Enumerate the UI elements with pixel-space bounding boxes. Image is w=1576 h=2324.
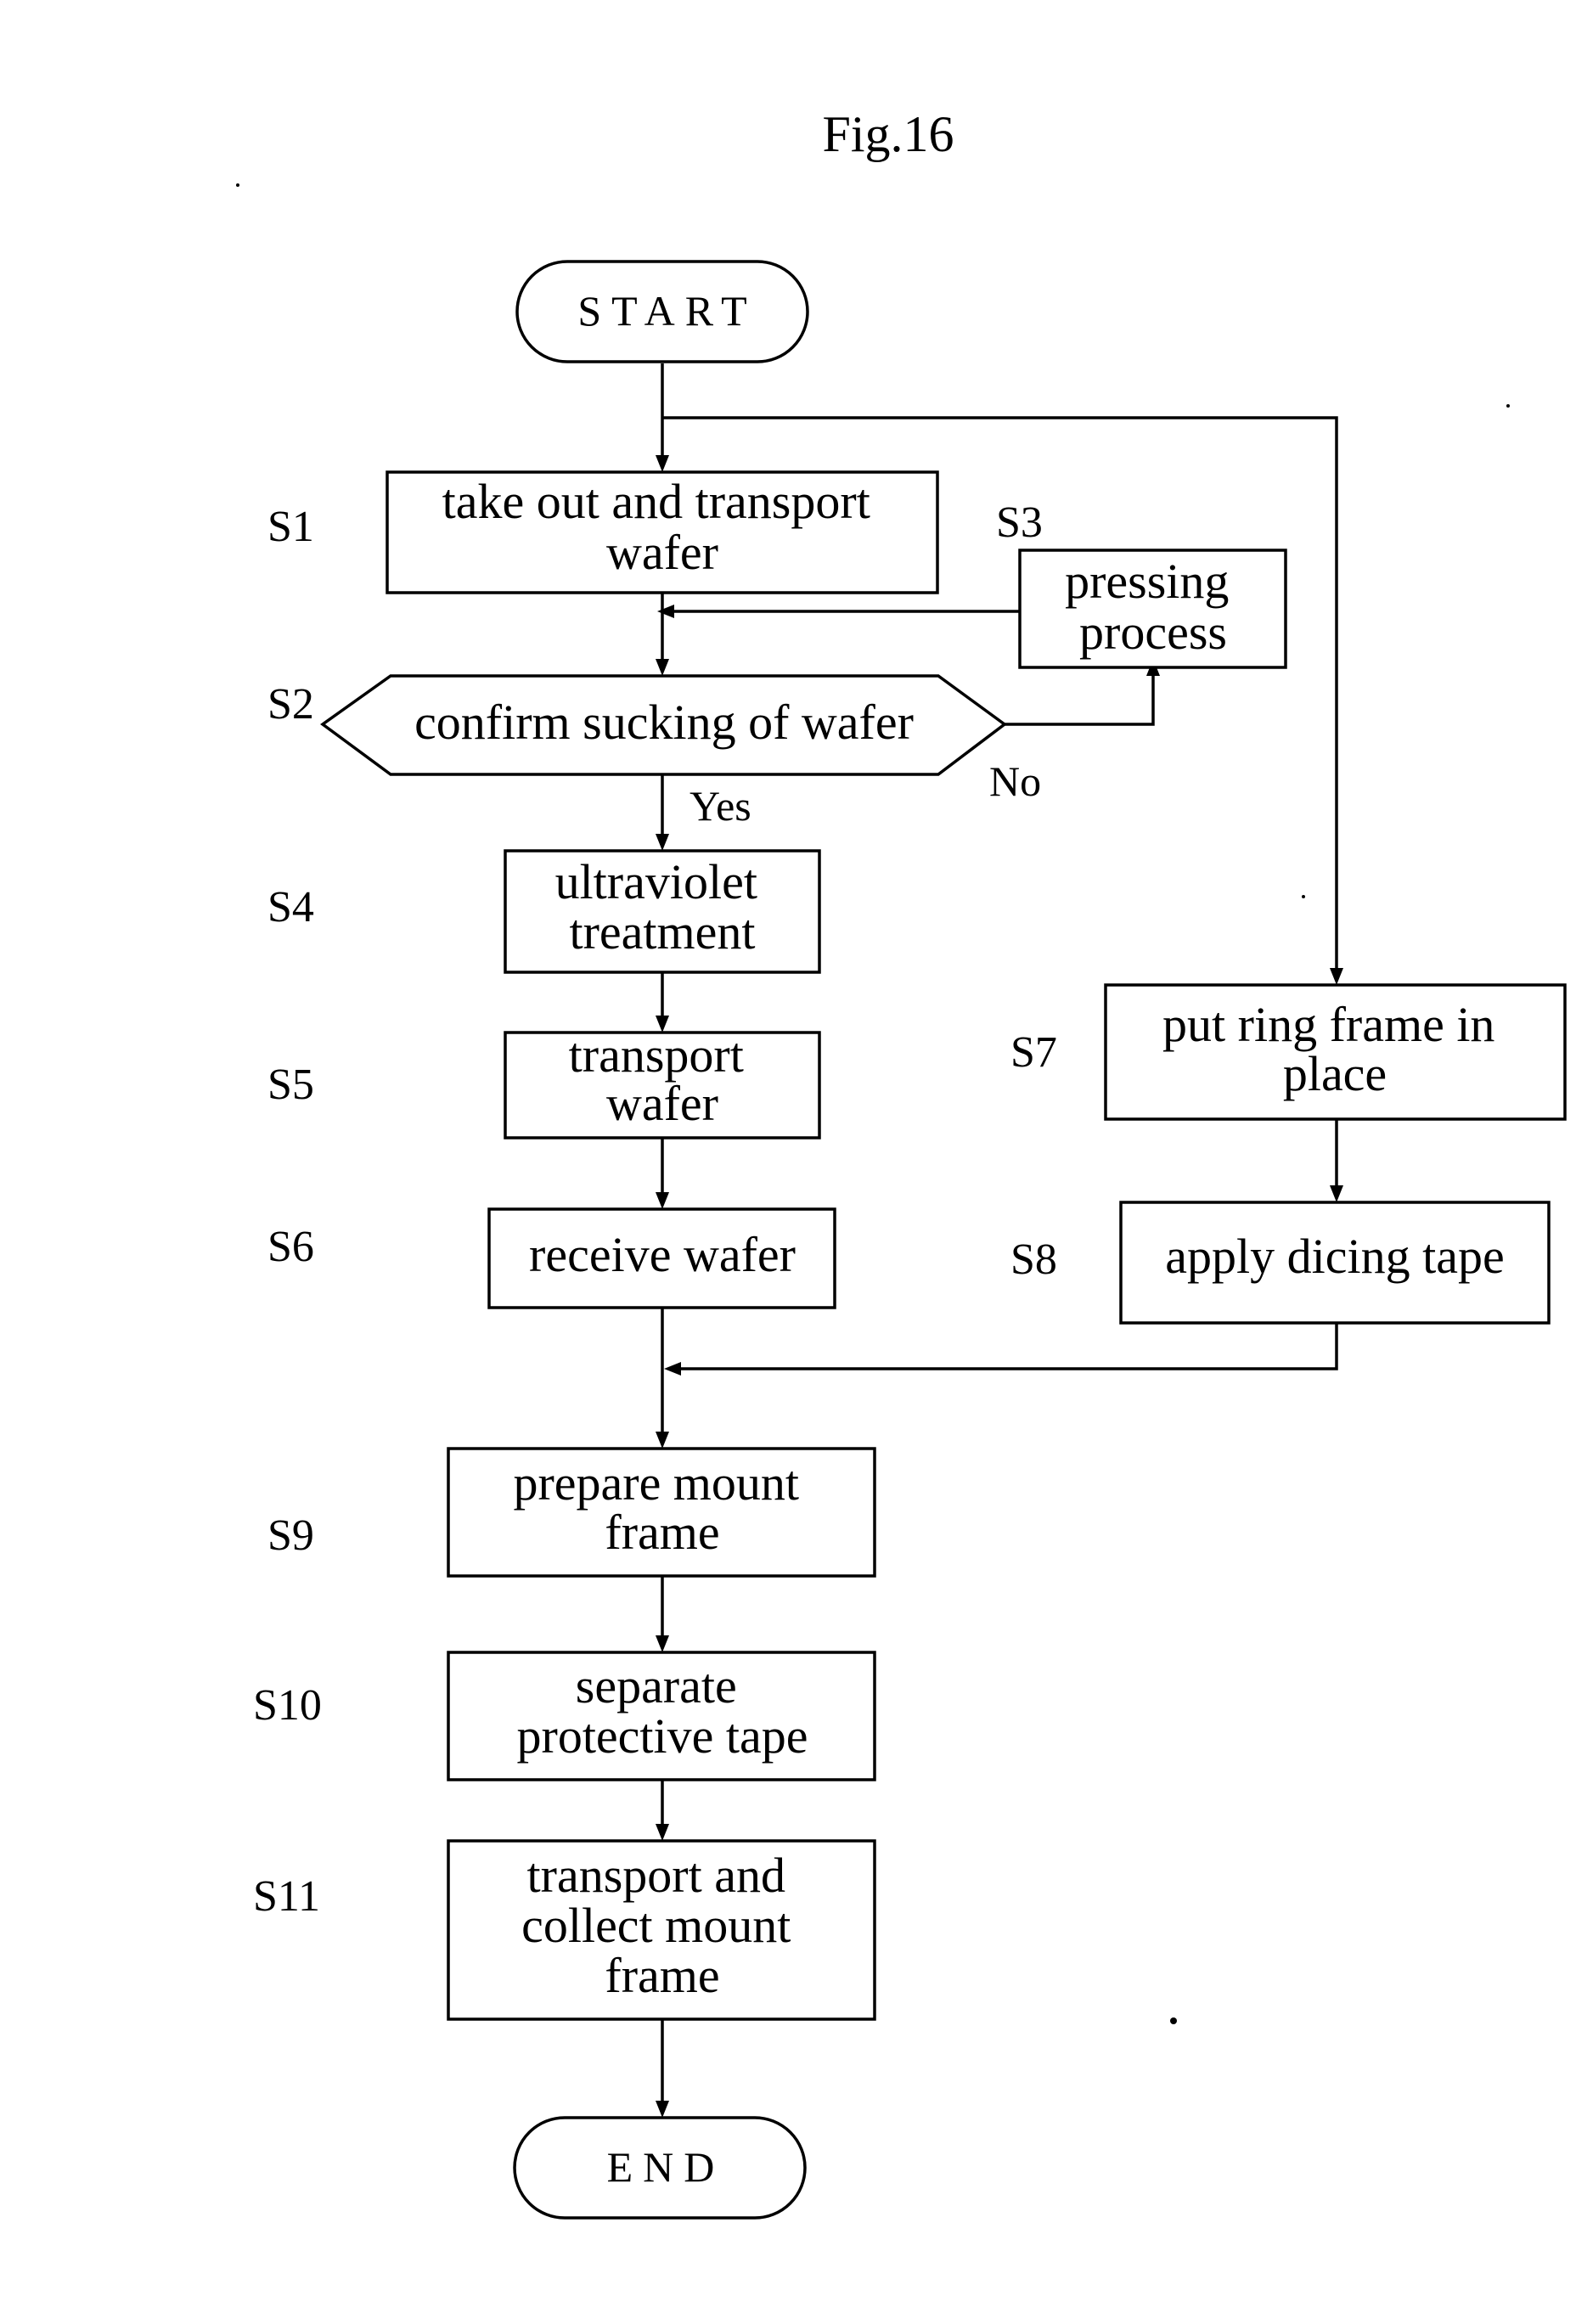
arrowhead-s1: [656, 455, 669, 472]
branch-label-no: No: [989, 757, 1041, 805]
arrowhead-s5: [656, 1016, 669, 1033]
step-s6-text: receive wafer: [529, 1227, 796, 1282]
step-s11: transport and collect mount frame: [447, 1839, 876, 2021]
arrowhead-s9: [656, 1432, 669, 1449]
step-s7: put ring frame in place: [1104, 983, 1567, 1121]
arrowhead-s3-return: [657, 605, 674, 618]
figure-title: Fig.16: [822, 106, 954, 162]
arrowhead-s11: [656, 1824, 669, 1841]
step-s4-text: ultraviolet treatment: [555, 854, 770, 959]
arrowhead-s6: [656, 1192, 669, 1209]
decision-s2-text: confirm sucking of wafer: [414, 695, 914, 750]
arrowhead-s7: [1330, 968, 1343, 985]
step-s3-text: pressing process: [1065, 554, 1241, 660]
start-terminal: START: [515, 260, 809, 363]
step-s3: pressing process: [1018, 549, 1287, 669]
step-label-s3: S3: [996, 498, 1043, 547]
edge-s2-no-to-s3: [1005, 672, 1155, 726]
step-label-s5: S5: [267, 1061, 314, 1109]
step-s9-text: prepare mount frame: [513, 1455, 811, 1560]
scan-speck: [236, 183, 239, 187]
step-label-s4: S4: [267, 883, 314, 931]
step-label-s11: S11: [253, 1872, 320, 1921]
step-s11-text: transport and collect mount frame: [521, 1848, 803, 2003]
arrowhead-merge: [664, 1362, 681, 1376]
step-s5: transport wafer: [504, 1027, 821, 1139]
edge-s8-to-merge: [676, 1323, 1338, 1370]
step-label-s8: S8: [1010, 1235, 1057, 1284]
connectors: [661, 363, 1338, 2104]
arrowhead-s2: [656, 659, 669, 676]
decision-s2: confirm sucking of wafer: [320, 674, 1007, 776]
step-label-s10: S10: [253, 1681, 322, 1730]
step-label-s2: S2: [267, 680, 314, 729]
step-label-s7: S7: [1010, 1028, 1057, 1077]
step-s1-text: take out and transport wafer: [442, 474, 883, 580]
step-s8-text: apply dicing tape: [1165, 1229, 1504, 1284]
start-terminal-label: START: [577, 287, 757, 335]
step-s7-text: put ring frame in place: [1162, 997, 1507, 1101]
arrowhead-s8: [1330, 1185, 1343, 1202]
edge-start-to-s7: [662, 416, 1338, 972]
end-terminal: END: [513, 2116, 807, 2220]
arrowhead-s10: [656, 1635, 669, 1652]
step-s9: prepare mount frame: [447, 1447, 876, 1578]
step-label-s1: S1: [267, 503, 314, 551]
arrowhead-s4: [656, 834, 669, 851]
step-s4: ultraviolet treatment: [504, 849, 821, 974]
step-s1: take out and transport wafer: [386, 470, 939, 594]
step-s6: receive wafer: [487, 1207, 836, 1309]
step-label-s9: S9: [267, 1511, 314, 1560]
arrowhead-end: [656, 2101, 669, 2118]
step-label-s6: S6: [267, 1223, 314, 1271]
step-s10-text: separate protective tape: [517, 1658, 808, 1764]
branch-label-yes: Yes: [690, 782, 751, 830]
scan-speck: [1170, 2017, 1177, 2024]
step-s8: apply dicing tape: [1119, 1201, 1551, 1325]
step-s5-text: transport wafer: [569, 1027, 757, 1131]
scan-speck: [1302, 895, 1305, 898]
end-terminal-label: END: [607, 2143, 725, 2191]
scan-speck: [1506, 404, 1510, 408]
step-s10: separate protective tape: [447, 1651, 876, 1781]
